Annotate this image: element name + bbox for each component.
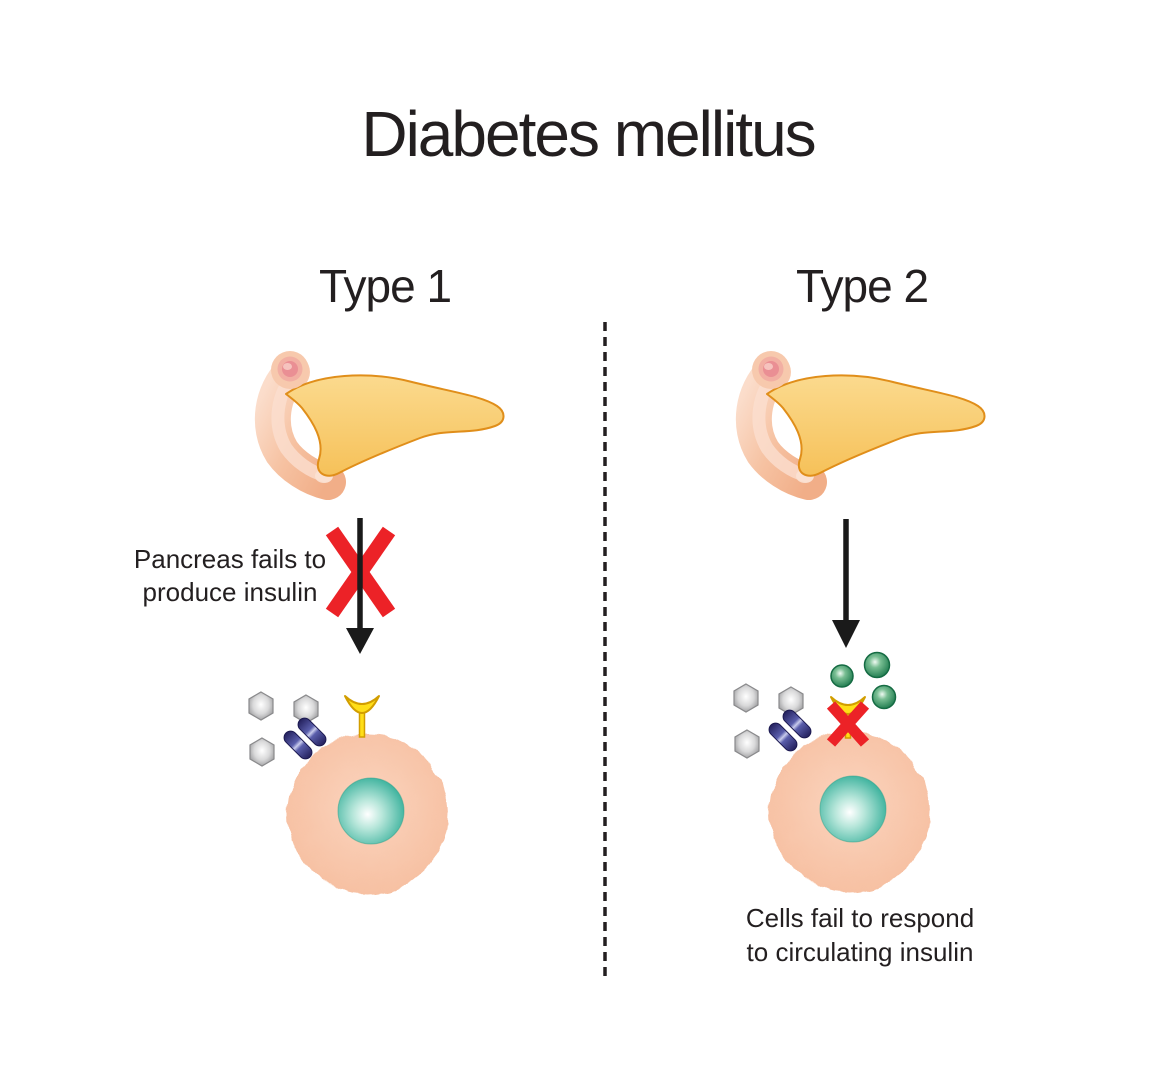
type2-caption-line1: Cells fail to respond bbox=[745, 903, 975, 933]
type2-caption: Cells fail to respond to circulating ins… bbox=[688, 901, 1032, 969]
type1-caption-line2: produce insulin bbox=[142, 577, 318, 607]
type1-label: Type 1 bbox=[318, 260, 452, 312]
type1-caption: Pancreas fails to produce insulin bbox=[94, 543, 366, 609]
pancreas-illustration-type1 bbox=[271, 351, 504, 483]
type1-panel bbox=[249, 351, 504, 894]
cell-illustration-type1 bbox=[288, 734, 448, 894]
insulin-molecule-icon bbox=[830, 664, 854, 688]
type1-caption-line1: Pancreas fails to bbox=[133, 544, 327, 574]
type2-label: Type 2 bbox=[795, 260, 929, 312]
insulin-molecules bbox=[830, 651, 897, 710]
type2-caption-line2: to circulating insulin bbox=[746, 937, 974, 967]
page-title: Diabetes mellitus bbox=[361, 98, 816, 170]
insulin-molecule-icon bbox=[871, 684, 897, 710]
down-arrow-icon-type2 bbox=[832, 519, 860, 648]
blocked-cross-icon-type2 bbox=[826, 701, 870, 747]
cell-illustration-type2 bbox=[770, 732, 930, 892]
type2-panel bbox=[734, 351, 985, 892]
glucose-cluster-type2 bbox=[734, 684, 814, 758]
down-arrow-icon-type1 bbox=[346, 518, 374, 654]
insulin-receptor-icon-type1 bbox=[344, 695, 380, 738]
insulin-molecule-icon bbox=[863, 651, 891, 679]
pancreas-illustration-type2 bbox=[752, 351, 985, 483]
